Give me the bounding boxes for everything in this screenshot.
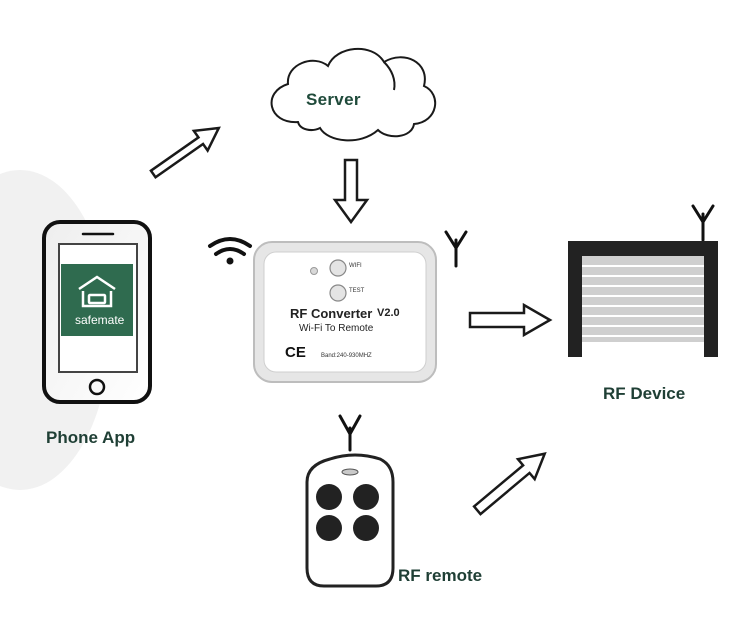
rf-device-label: RF Device [603, 384, 686, 403]
server-label: Server [306, 90, 361, 109]
converter-face [263, 251, 427, 373]
shutter-slats [582, 256, 704, 342]
phone-app-label: Phone App [46, 428, 136, 447]
converter-subtitle: Wi-Fi To Remote [299, 323, 374, 334]
ce-mark: CE [285, 344, 306, 361]
arrow-remote-to-device [472, 452, 547, 516]
band-label: Band:240-930MHZ [321, 353, 372, 359]
roller-shutter-icon [568, 241, 718, 357]
converter-title: RF Converter [290, 306, 373, 321]
converter-version: V2.0 [377, 307, 400, 319]
smartphone-icon [42, 220, 152, 404]
phone-home-button [88, 378, 106, 396]
shutter-left-rail [568, 241, 582, 357]
antenna-icon [338, 414, 362, 452]
remote-button-3 [316, 515, 342, 541]
test-button [329, 284, 347, 302]
wifi-button-label: WIFI [349, 263, 362, 269]
remote-control-icon [305, 453, 395, 588]
remote-led [341, 468, 359, 476]
rf-converter-device [253, 241, 437, 383]
app-name-label: safemate [75, 313, 125, 327]
wifi-button [329, 259, 347, 277]
remote-button-4 [353, 515, 379, 541]
arrow-phone-to-server [149, 126, 221, 179]
shutter-top-bar [568, 241, 718, 256]
antenna-icon [444, 230, 468, 268]
rf-remote-label: RF remote [398, 566, 483, 585]
remote-button-2 [353, 484, 379, 510]
status-led-icon [310, 267, 318, 275]
antenna-icon [691, 204, 715, 242]
remote-button-1 [316, 484, 342, 510]
house-lock-icon [78, 275, 116, 308]
cloud-icon [270, 48, 437, 142]
arrow-server-to-converter [332, 158, 370, 225]
test-button-label: TEST [349, 288, 365, 294]
shutter-right-rail [704, 241, 718, 357]
arrow-converter-to-device [468, 302, 553, 338]
wifi-signal-icon [208, 237, 252, 265]
